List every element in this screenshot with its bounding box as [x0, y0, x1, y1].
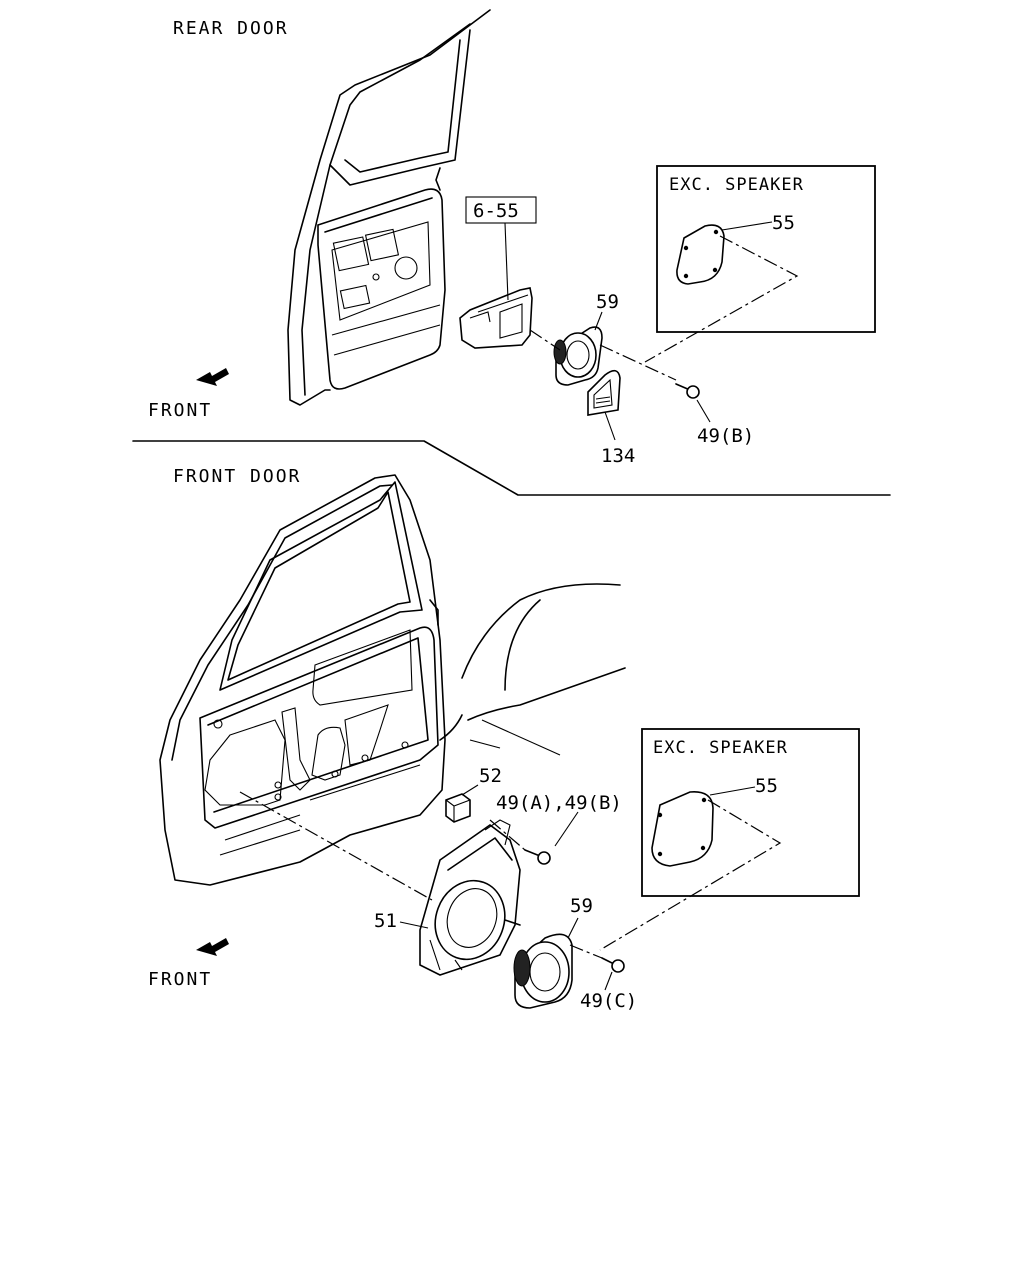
callout-rear-59: 59: [596, 291, 619, 313]
front-speaker: [513, 933, 573, 1009]
rear-speaker: [553, 326, 603, 386]
front-screw-ab: [524, 849, 551, 865]
callout-front-55: 55: [755, 775, 778, 797]
section-divider: [132, 440, 891, 496]
rear-exc-speaker-box: [656, 165, 876, 333]
callout-front-49ab: 49(A),49(B): [496, 792, 622, 814]
callout-front-59: 59: [570, 895, 593, 917]
front-door-title: FRONT DOOR: [173, 466, 301, 487]
rear-speaker-bracket: [459, 222, 533, 349]
callout-rear-134: 134: [601, 445, 635, 467]
rear-ref-box: [465, 196, 537, 224]
front-leader-lines: [239, 784, 782, 991]
rear-front-label: FRONT: [148, 400, 212, 421]
rear-screw: [675, 383, 700, 399]
rear-cover-plate: [676, 224, 725, 285]
front-front-arrow-icon: [196, 938, 229, 956]
callout-rear-49b: 49(B): [697, 425, 754, 447]
rear-door-title: REAR DOOR: [173, 18, 289, 39]
rear-door-outline: [287, 9, 491, 406]
callout-front-51: 51: [374, 910, 397, 932]
front-front-label: FRONT: [148, 969, 212, 990]
vehicle-fender: [439, 583, 626, 756]
rear-exc-speaker-title: EXC. SPEAKER: [669, 175, 804, 195]
callout-rear-6-55: 6-55: [473, 200, 519, 222]
callout-front-52: 52: [479, 765, 502, 787]
front-exc-speaker-box: [641, 728, 860, 897]
front-cover-plate: [651, 791, 714, 867]
rear-leader-lines: [529, 221, 799, 441]
rear-front-arrow-icon: [196, 368, 229, 386]
front-exc-speaker-title: EXC. SPEAKER: [653, 738, 788, 758]
front-screw-c: [601, 957, 625, 973]
rear-speaker-grille: [587, 369, 621, 416]
front-speaker-bracket: [419, 819, 521, 976]
front-clip: [445, 793, 471, 823]
callout-front-49c: 49(C): [580, 990, 637, 1012]
callout-rear-55: 55: [772, 212, 795, 234]
front-door-outline: [159, 474, 446, 886]
